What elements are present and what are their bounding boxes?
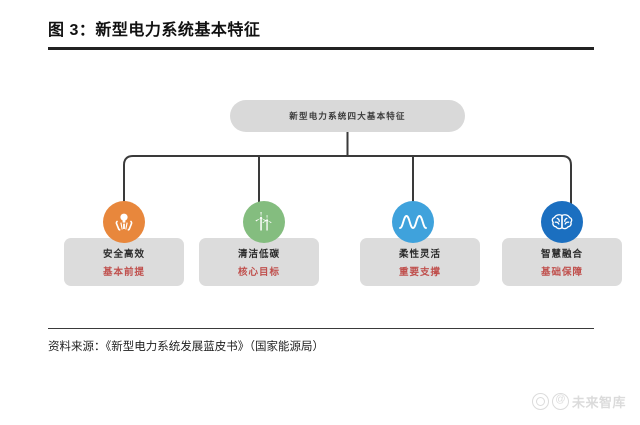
watermark: @ 未来智库	[531, 392, 626, 411]
tree-node-box-3: 柔性灵活 重要支撑	[360, 238, 480, 286]
title-divider	[48, 47, 594, 50]
tree-node-subtitle-1: 基本前提	[102, 267, 145, 278]
tree-node-title-2: 清洁低碳	[237, 249, 280, 260]
diagram-canvas: 新型电力系统四大基本特征 安全高效 基本前提	[0, 55, 640, 320]
tree-node-subtitle-2: 核心目标	[237, 267, 280, 278]
tree-node-title-1: 安全高效	[102, 249, 145, 260]
tree-node-box-4: 智慧融合 基础保障	[502, 238, 622, 286]
watermark-handle: 未来智库	[571, 395, 626, 410]
wind-turbine-icon	[243, 201, 285, 243]
tree-node-subtitle-3: 重要支撑	[398, 267, 441, 278]
hands-lightbulb-icon	[103, 201, 145, 243]
tree-node-subtitle-4: 基础保障	[540, 267, 583, 278]
tree-node-box-2: 清洁低碳 核心目标	[199, 238, 319, 286]
tree-node-box-1: 安全高效 基本前提	[64, 238, 184, 286]
tree-node-title-3: 柔性灵活	[398, 249, 441, 260]
root-node-label: 新型电力系统四大基本特征	[289, 111, 406, 121]
root-node: 新型电力系统四大基本特征	[230, 100, 465, 132]
source-note: 资料来源：《新型电力系统发展蓝皮书》（国家能源局）	[48, 341, 324, 353]
at-symbol-icon: @	[551, 393, 569, 410]
tree-node-title-4: 智慧融合	[540, 249, 583, 260]
watermark-logo-icon	[531, 393, 549, 410]
brain-icon	[541, 201, 583, 243]
page-title: 图 3：新型电力系统基本特征	[48, 22, 261, 39]
footer-divider	[48, 328, 594, 329]
waveform-icon	[392, 201, 434, 243]
